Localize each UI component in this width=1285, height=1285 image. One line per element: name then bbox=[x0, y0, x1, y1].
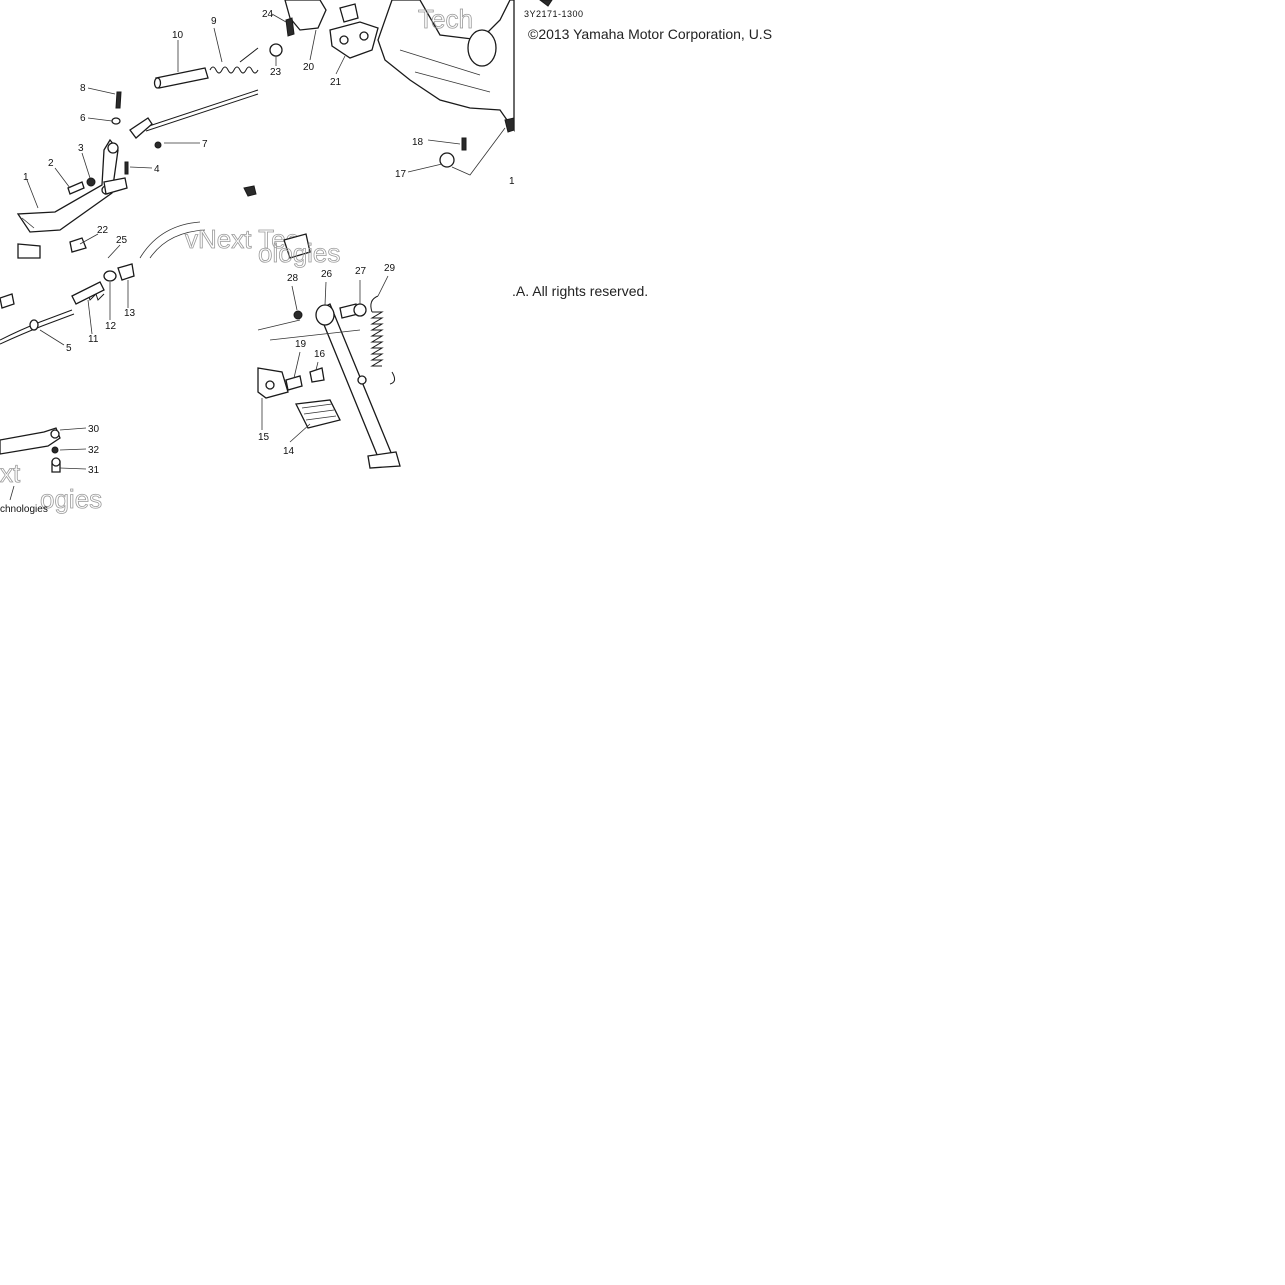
callout-12: 12 bbox=[105, 321, 117, 332]
callout-8: 8 bbox=[80, 83, 86, 94]
callout-1b: 1 bbox=[509, 176, 515, 187]
callout-29: 29 bbox=[384, 263, 396, 274]
tile-brake-cable: 5 11 12 13 bbox=[0, 263, 136, 354]
callout-16: 16 bbox=[314, 349, 326, 360]
watermark-text: ogies bbox=[40, 484, 102, 514]
part-29-spring bbox=[370, 311, 384, 367]
callout-13: 13 bbox=[124, 308, 136, 319]
callout-7: 7 bbox=[202, 139, 208, 150]
copyright-line-2: .A. All rights reserved. bbox=[512, 283, 648, 299]
callout-10: 10 bbox=[172, 30, 184, 41]
callout-15: 15 bbox=[258, 432, 270, 443]
tile-footrest-bracket: Tech 24 23 20 21 18 17 1 bbox=[262, 0, 515, 187]
part-26-side-stand bbox=[315, 303, 401, 469]
part-14-footrest bbox=[295, 399, 341, 429]
callout-18: 18 bbox=[412, 137, 424, 148]
part-number: 3Y2171-1300 bbox=[524, 9, 584, 19]
callout-25: 25 bbox=[116, 235, 128, 246]
watermark-label: chnologies bbox=[0, 504, 48, 515]
part-21-bracket bbox=[329, 21, 379, 59]
callout-22: 22 bbox=[97, 225, 109, 236]
watermark-text: xt bbox=[0, 458, 21, 488]
copyright-line-1: ©2013 Yamaha Motor Corporation, U.S bbox=[528, 26, 772, 42]
callout-11: 11 bbox=[88, 334, 99, 345]
part-24-spring bbox=[285, 17, 295, 37]
part-1-brake-pedal bbox=[16, 138, 128, 233]
callout-19: 19 bbox=[295, 339, 307, 350]
part-10-shaft bbox=[153, 67, 209, 89]
watermark-text: vNext Tec bbox=[185, 224, 299, 254]
callout-27: 27 bbox=[355, 266, 367, 277]
callout-20: 20 bbox=[303, 62, 315, 73]
callout-21: 21 bbox=[330, 77, 342, 88]
callout-4: 4 bbox=[154, 164, 160, 175]
callout-30: 30 bbox=[88, 424, 100, 435]
callout-28: 28 bbox=[287, 273, 299, 284]
callout-6: 6 bbox=[80, 113, 86, 124]
tile-lever: xt ogies chnologies 30 32 31 bbox=[0, 424, 103, 515]
callout-17: 17 bbox=[395, 169, 407, 180]
callout-31: 31 bbox=[88, 465, 100, 476]
callout-1: 1 bbox=[23, 172, 29, 183]
callout-5: 5 bbox=[66, 343, 72, 354]
callout-26: 26 bbox=[321, 269, 333, 280]
callout-32: 32 bbox=[88, 445, 100, 456]
callout-9: 9 bbox=[211, 16, 217, 27]
part-9-spring bbox=[209, 66, 259, 74]
tile-side-stand: ologies 28 26 27 29 19 16 14 15 bbox=[257, 233, 401, 469]
callout-3: 3 bbox=[78, 143, 84, 154]
callout-24: 24 bbox=[262, 9, 274, 20]
callout-23: 23 bbox=[270, 67, 282, 78]
callout-14: 14 bbox=[283, 446, 295, 457]
watermark-text: Tech bbox=[418, 4, 473, 34]
callout-2: 2 bbox=[48, 158, 54, 169]
tile-brake-pedal: vNext Tec 10 9 8 6 7 4 3 2 1 22 25 bbox=[16, 16, 299, 259]
watermark-text: ologies bbox=[258, 238, 340, 268]
